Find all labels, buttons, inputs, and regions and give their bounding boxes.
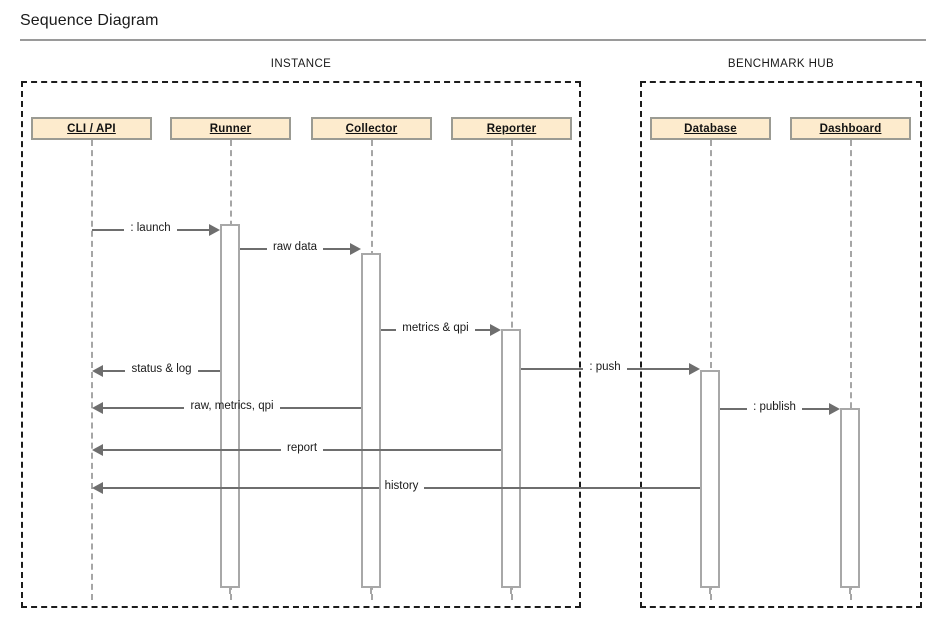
message-line-right-report [323, 449, 502, 451]
message-line-left-publish [720, 408, 748, 410]
activation-foot-dashboard [840, 586, 860, 588]
lifeline-label-reporter: Reporter [486, 122, 537, 135]
message-line-right-launch [176, 229, 209, 231]
arrowhead-right-icon [350, 243, 362, 255]
arrowhead-left-icon [92, 482, 103, 494]
message-line-right-raw-metrics-qpi [279, 407, 362, 409]
lifeline-label-runner: Runner [209, 122, 252, 135]
group-frame-benchmark-hub [640, 81, 922, 608]
message-push[interactable]: : push [521, 361, 701, 376]
reporter-activation[interactable] [501, 329, 521, 588]
group-frame-instance [21, 81, 581, 608]
arrowhead-left-icon [92, 402, 103, 414]
page-title: Sequence Diagram [20, 12, 159, 29]
message-label-launch: : launch [130, 222, 171, 235]
lifeline-dashboard[interactable]: Dashboard [790, 117, 911, 140]
activation-tail-collector [370, 588, 372, 594]
message-line-right-publish [801, 408, 829, 410]
lifeline-label-dashboard: Dashboard [819, 122, 882, 135]
message-line-right-push [626, 368, 690, 370]
activation-foot-runner [220, 586, 240, 588]
group-label-instance: INSTANCE [270, 58, 332, 70]
activation-tail-database [709, 588, 711, 594]
message-report[interactable]: report [92, 442, 502, 457]
arrowhead-right-icon [209, 224, 220, 236]
message-label-push: : push [589, 361, 621, 374]
lifeline-dash-cli-api [90, 140, 93, 600]
message-launch[interactable]: : launch [92, 223, 220, 237]
message-line-right-history [424, 487, 700, 489]
message-label-raw-metrics-qpi: raw, metrics, qpi [190, 400, 274, 413]
lifeline-dash-dashboard [849, 140, 852, 600]
database-activation[interactable] [700, 370, 720, 588]
collector-activation[interactable] [361, 253, 381, 588]
message-metrics-qpi[interactable]: metrics & qpi [381, 323, 501, 337]
message-line-right-raw-data [323, 248, 351, 250]
message-line-right-metrics-qpi [474, 329, 490, 331]
message-raw-metrics-qpi[interactable]: raw, metrics, qpi [92, 400, 362, 415]
activation-tail-runner [229, 588, 231, 594]
message-label-publish: : publish [753, 401, 796, 414]
message-line-right-status-log [197, 370, 220, 372]
runner-activation[interactable] [220, 224, 240, 588]
lifeline-collector[interactable]: Collector [311, 117, 432, 140]
lifeline-reporter[interactable]: Reporter [451, 117, 572, 140]
message-line-left-raw-metrics-qpi [103, 407, 185, 409]
lifeline-runner[interactable]: Runner [170, 117, 291, 140]
message-line-left-launch [92, 229, 125, 231]
message-history[interactable]: history [92, 481, 700, 495]
message-publish[interactable]: : publish [720, 402, 840, 416]
message-line-left-push [521, 368, 584, 370]
group-label-benchmark-hub: BENCHMARK HUB [727, 58, 835, 70]
message-label-history: history [384, 480, 419, 493]
message-status-log[interactable]: status & log [92, 364, 220, 378]
message-label-raw-data: raw data [272, 241, 318, 254]
message-line-left-metrics-qpi [381, 329, 397, 331]
activation-tail-reporter [510, 588, 512, 594]
arrowhead-right-icon [689, 363, 701, 375]
lifeline-label-cli-api: CLI / API [67, 122, 116, 135]
arrowhead-left-icon [92, 365, 103, 377]
message-line-left-history [103, 487, 379, 489]
message-raw-data[interactable]: raw data [240, 241, 362, 256]
dashboard-activation[interactable] [840, 408, 860, 588]
activation-foot-reporter [501, 586, 521, 588]
message-label-status-log: status & log [131, 363, 192, 376]
title-divider [20, 39, 926, 41]
arrowhead-left-icon [92, 444, 103, 456]
lifeline-database[interactable]: Database [650, 117, 771, 140]
activation-foot-collector [361, 586, 381, 588]
message-line-left-report [103, 449, 281, 451]
arrowhead-right-icon [490, 324, 501, 336]
message-line-left-status-log [103, 370, 126, 372]
lifeline-label-collector: Collector [345, 122, 398, 135]
lifeline-label-database: Database [684, 122, 737, 135]
message-line-left-raw-data [240, 248, 267, 250]
arrowhead-right-icon [829, 403, 840, 415]
message-label-metrics-qpi: metrics & qpi [402, 322, 469, 335]
message-label-report: report [286, 442, 318, 455]
activation-tail-dashboard [849, 588, 851, 594]
lifeline-cli-api[interactable]: CLI / API [31, 117, 152, 140]
activation-foot-database [700, 586, 720, 588]
